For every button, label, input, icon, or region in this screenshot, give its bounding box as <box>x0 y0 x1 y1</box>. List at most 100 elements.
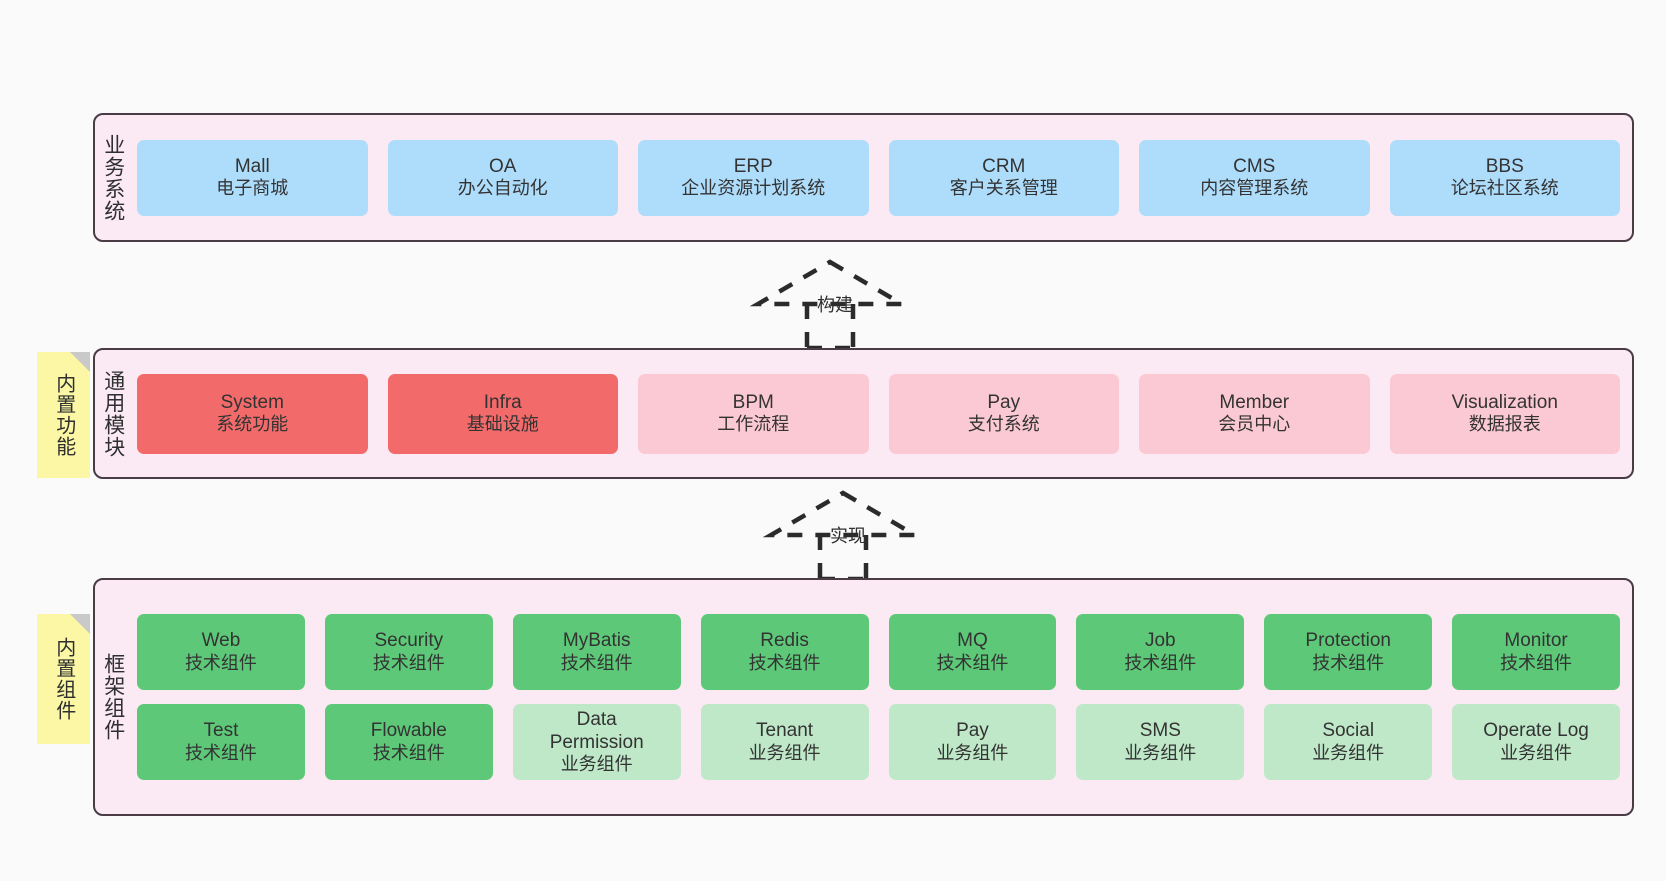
card-crm-desc: 客户关系管理 <box>949 178 1058 199</box>
layer-framework-component-body: Web 技术组件 Security 技术组件 MyBatis 技术组件 Redi… <box>131 580 1632 814</box>
card-test-name: Test <box>203 720 239 742</box>
card-infra[interactable]: Infra 基础设施 <box>387 373 618 454</box>
card-bpm-desc: 工作流程 <box>717 414 790 435</box>
card-web[interactable]: Web 技术组件 <box>137 614 305 690</box>
framework-tech-row: Web 技术组件 Security 技术组件 MyBatis 技术组件 Redi… <box>137 614 1620 690</box>
card-member-desc: 会员中心 <box>1218 414 1291 435</box>
card-bpm[interactable]: BPM 工作流程 <box>638 373 869 454</box>
card-mq-name: MQ <box>957 630 988 652</box>
card-job-name: Job <box>1144 630 1176 652</box>
card-oa-name: OA <box>489 155 517 177</box>
connector-implement-label: 实现 <box>830 526 866 546</box>
card-system[interactable]: System 系统功能 <box>137 373 368 454</box>
card-monitor[interactable]: Monitor 技术组件 <box>1452 614 1620 690</box>
card-crm[interactable]: CRM 客户关系管理 <box>888 139 1119 216</box>
card-test-desc: 技术组件 <box>184 742 257 763</box>
card-pay-module[interactable]: Pay 支付系统 <box>888 373 1119 454</box>
card-tenant-name: Tenant <box>756 720 814 742</box>
card-mq-desc: 技术组件 <box>936 652 1009 673</box>
card-data-permission-name: Data Permission <box>549 708 644 754</box>
card-mybatis[interactable]: MyBatis 技术组件 <box>512 614 681 690</box>
layer-framework-component: 框架组件 Web 技术组件 Security 技术组件 MyBatis 技术组件… <box>93 578 1634 816</box>
card-web-name: Web <box>201 630 241 652</box>
card-security[interactable]: Security 技术组件 <box>324 614 493 690</box>
card-mq[interactable]: MQ 技术组件 <box>888 614 1057 690</box>
card-mall-name: Mall <box>234 155 270 177</box>
card-operate-log[interactable]: Operate Log 业务组件 <box>1452 704 1620 780</box>
common-module-row: System 系统功能 Infra 基础设施 BPM 工作流程 Pay 支付系统… <box>137 373 1620 454</box>
card-tenant-desc: 业务组件 <box>748 742 821 763</box>
card-redis-name: Redis <box>760 630 809 652</box>
card-redis-desc: 技术组件 <box>748 652 821 673</box>
layer-common-module-body: System 系统功能 Infra 基础设施 BPM 工作流程 Pay 支付系统… <box>131 350 1632 477</box>
card-crm-name: CRM <box>982 155 1026 177</box>
card-data-permission-desc: 业务组件 <box>560 754 633 775</box>
note-builtin-function: 内置功能 <box>37 352 90 478</box>
card-security-name: Security <box>374 630 444 652</box>
card-bbs-name: BBS <box>1485 155 1524 177</box>
connector-build-label: 构建 <box>817 295 853 315</box>
card-pay-component-desc: 业务组件 <box>936 742 1009 763</box>
connector-implement: 实现 <box>762 489 924 582</box>
note-fold-corner-icon <box>70 614 90 634</box>
card-tenant[interactable]: Tenant 业务组件 <box>700 704 869 780</box>
card-protection-desc: 技术组件 <box>1312 652 1385 673</box>
card-member[interactable]: Member 会员中心 <box>1139 373 1370 454</box>
card-visualization[interactable]: Visualization 数据报表 <box>1389 373 1620 454</box>
card-bbs-desc: 论坛社区系统 <box>1450 178 1559 199</box>
card-operate-log-name: Operate Log <box>1483 720 1589 742</box>
card-security-desc: 技术组件 <box>372 652 445 673</box>
layer-business-system: 业务系统 Mall 电子商城 OA 办公自动化 ERP 企业资源计划系统 CRM… <box>93 113 1634 242</box>
card-social-desc: 业务组件 <box>1312 742 1385 763</box>
business-system-row: Mall 电子商城 OA 办公自动化 ERP 企业资源计划系统 CRM 客户关系… <box>137 139 1620 216</box>
card-erp[interactable]: ERP 企业资源计划系统 <box>638 139 869 216</box>
card-operate-log-desc: 业务组件 <box>1500 742 1573 763</box>
layer-business-system-body: Mall 电子商城 OA 办公自动化 ERP 企业资源计划系统 CRM 客户关系… <box>131 115 1632 240</box>
card-bbs[interactable]: BBS 论坛社区系统 <box>1389 139 1620 216</box>
card-cms-desc: 内容管理系统 <box>1200 178 1309 199</box>
card-web-desc: 技术组件 <box>184 652 257 673</box>
card-infra-desc: 基础设施 <box>466 414 539 435</box>
card-protection[interactable]: Protection 技术组件 <box>1264 614 1433 690</box>
card-protection-name: Protection <box>1305 630 1391 652</box>
card-flowable-desc: 技术组件 <box>372 742 445 763</box>
card-social[interactable]: Social 业务组件 <box>1264 704 1433 780</box>
card-mall[interactable]: Mall 电子商城 <box>137 139 368 216</box>
framework-biz-row: Test 技术组件 Flowable 技术组件 Data Permission … <box>137 704 1620 780</box>
card-job[interactable]: Job 技术组件 <box>1076 614 1245 690</box>
card-social-name: Social <box>1322 720 1375 742</box>
layer-common-module-label: 通用模块 <box>101 369 125 458</box>
card-system-name: System <box>220 391 284 413</box>
card-sms[interactable]: SMS 业务组件 <box>1076 704 1245 780</box>
card-sms-name: SMS <box>1139 720 1181 742</box>
card-system-desc: 系统功能 <box>216 414 289 435</box>
note-builtin-component: 内置组件 <box>37 614 90 744</box>
card-redis[interactable]: Redis 技术组件 <box>700 614 869 690</box>
layer-framework-component-label: 框架组件 <box>101 653 125 741</box>
note-builtin-function-label: 内置功能 <box>52 373 75 457</box>
card-flowable[interactable]: Flowable 技术组件 <box>324 704 493 780</box>
card-bpm-name: BPM <box>732 391 774 413</box>
card-monitor-name: Monitor <box>1504 630 1568 652</box>
card-test[interactable]: Test 技术组件 <box>137 704 305 780</box>
note-builtin-component-label: 内置组件 <box>52 637 75 721</box>
connector-build: 构建 <box>749 258 911 351</box>
card-mybatis-name: MyBatis <box>562 630 631 652</box>
card-cms[interactable]: CMS 内容管理系统 <box>1139 139 1370 216</box>
card-cms-name: CMS <box>1233 155 1276 177</box>
card-mybatis-desc: 技术组件 <box>560 652 633 673</box>
card-pay-module-desc: 支付系统 <box>967 414 1040 435</box>
layer-business-system-label: 业务系统 <box>101 133 125 222</box>
card-erp-name: ERP <box>733 155 773 177</box>
card-monitor-desc: 技术组件 <box>1500 652 1573 673</box>
card-visualization-name: Visualization <box>1451 391 1558 413</box>
note-fold-corner-icon <box>70 352 90 372</box>
card-flowable-name: Flowable <box>370 720 447 742</box>
card-oa[interactable]: OA 办公自动化 <box>387 139 618 216</box>
card-data-permission[interactable]: Data Permission 业务组件 <box>512 704 681 780</box>
card-pay-component[interactable]: Pay 业务组件 <box>888 704 1057 780</box>
card-job-desc: 技术组件 <box>1124 652 1197 673</box>
layer-common-module: 通用模块 System 系统功能 Infra 基础设施 BPM 工作流程 Pay… <box>93 348 1634 479</box>
card-sms-desc: 业务组件 <box>1124 742 1197 763</box>
